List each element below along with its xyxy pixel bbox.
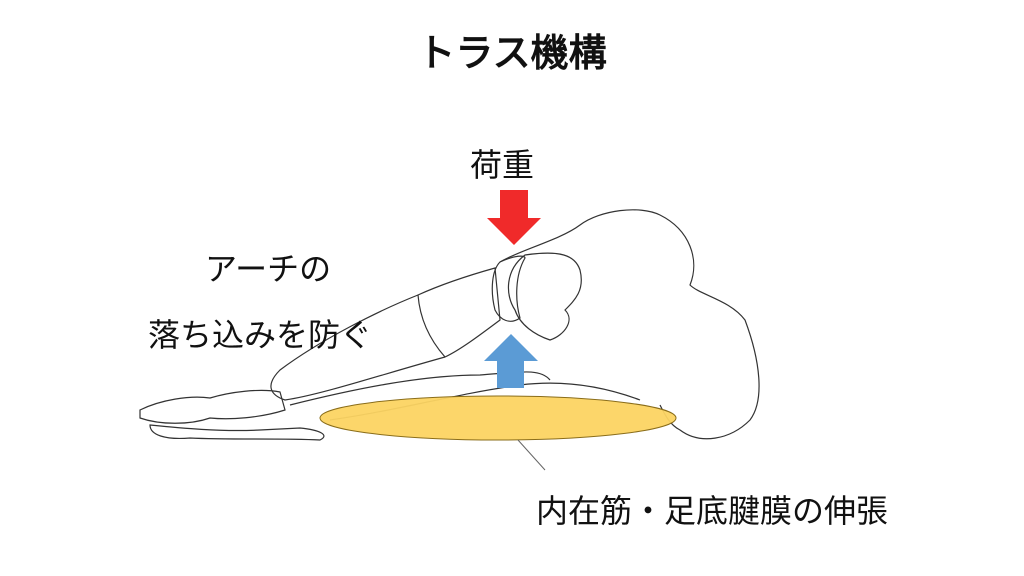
support-arrow-up [484, 334, 538, 388]
arch-label-line1: アーチの [205, 250, 332, 288]
navicular [491, 255, 526, 322]
arch-label-line2: 落ち込みを防ぐ [148, 316, 373, 354]
tension-label: 内在筋・足底腱膜の伸張 [536, 492, 889, 530]
load-label: 荷重 [470, 146, 535, 184]
plantar-fascia-ellipse [319, 395, 677, 441]
calcaneus-talus-outline [499, 209, 760, 440]
page-title: トラス機構 [417, 31, 607, 75]
toes-phalanges [139, 389, 325, 441]
leader-line [517, 439, 546, 471]
metatarsal [270, 294, 446, 401]
cuneiform [417, 267, 501, 358]
talus-head [507, 252, 582, 341]
metatarsal-lower [289, 371, 551, 406]
load-arrow-down [487, 190, 541, 245]
